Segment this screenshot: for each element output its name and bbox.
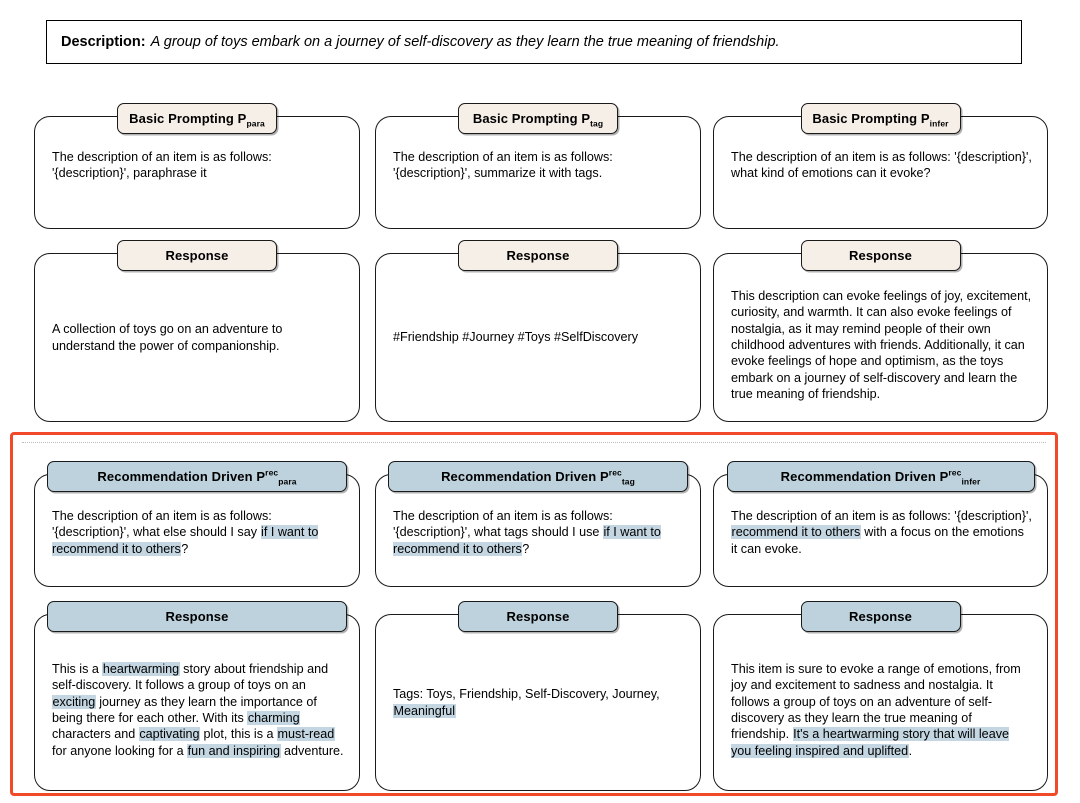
header-title: Response: [849, 248, 912, 263]
header-title-sub: tag: [590, 118, 604, 129]
highlighted-phrase: charming: [247, 711, 301, 726]
card-header-basic-infer: Basic Prompting Pinfer: [800, 103, 961, 134]
rec-prompt-card-tag: Recommendation Driven Prectag The descri…: [375, 461, 701, 587]
basic-prompt-card-tag: Basic Prompting Ptag The description of …: [375, 103, 701, 229]
header-title-sup: rec: [948, 467, 962, 478]
plain-text: for anyone looking for a: [52, 743, 188, 758]
plain-text: The description of an item is as follows…: [393, 509, 613, 540]
rec-response-card-infer: Response This item is sure to evoke a ra…: [713, 601, 1048, 791]
header-title: Response: [506, 248, 570, 263]
plain-text: The description of an item is as follows…: [52, 509, 272, 540]
card-body: [713, 614, 1048, 791]
rec-response-card-tag: Response Tags: Toys, Friendship, Self-Di…: [375, 601, 701, 791]
basic-response-card-tag: Response #Friendship #Journey #Toys #Sel…: [375, 240, 701, 422]
plain-text: The description of an item is as follows…: [731, 509, 1032, 523]
basic-prompt-card-para: Basic Prompting Ppara The description of…: [34, 103, 360, 229]
card-header-basic-para: Basic Prompting Ppara: [117, 103, 277, 134]
region-divider: [22, 442, 1046, 443]
card-header-response-2: Response: [458, 240, 618, 271]
plain-text: Tags: Toys, Friendship, Self-Discovery, …: [393, 687, 660, 702]
header-title: Response: [165, 609, 229, 624]
header-title-sub: infer: [961, 476, 981, 487]
card-body: [375, 253, 701, 422]
card-header-response-1: Response: [117, 240, 277, 271]
response-body: #Friendship #Journey #Toys #SelfDiscover…: [393, 330, 638, 345]
card-body: [375, 116, 701, 229]
card-body: [34, 253, 360, 422]
header-title: Response: [506, 609, 570, 624]
basic-response-text-para: A collection of toys go on an adventure …: [52, 253, 344, 422]
plain-text: story about friendship and self-discover…: [52, 662, 329, 693]
header-title-sub: tag: [621, 476, 635, 487]
basic-response-text-infer: This description can evoke feelings of j…: [731, 289, 1032, 402]
plain-text: adventure.: [280, 743, 344, 758]
header-title-sup: rec: [608, 467, 622, 478]
basic-response-card-para: Response A collection of toys go on an a…: [34, 240, 360, 422]
rec-prompt-card-infer: Recommendation Driven Precinfer The desc…: [713, 461, 1048, 587]
rec-response-card-para: Response This is a heartwarming story ab…: [34, 601, 360, 791]
card-header-rec-infer: Recommendation Driven Precinfer: [726, 461, 1035, 492]
header-title-main: Basic Prompting P: [472, 111, 591, 126]
header-title-sup: rec: [265, 467, 279, 478]
rec-response-text-tag: Tags: Toys, Friendship, Self-Discovery, …: [393, 614, 685, 791]
plain-text: characters and: [52, 727, 139, 742]
header-title: Response: [165, 248, 229, 263]
highlighted-phrase: Meaningful: [393, 703, 456, 718]
rec-response-text-para: This is a heartwarming story about frien…: [52, 661, 344, 759]
response-body: Tags: Toys, Friendship, Self-Discovery, …: [393, 686, 685, 719]
plain-text: .: [908, 743, 913, 758]
basic-prompt-text-para: The description of an item is as follows…: [52, 150, 272, 181]
card-header-response-3: Response: [800, 240, 961, 271]
basic-prompt-card-infer: Basic Prompting Pinfer The description o…: [713, 103, 1048, 229]
highlighted-phrase: exciting: [52, 694, 96, 709]
card-header-rec-response-1: Response: [47, 601, 347, 632]
card-body: [713, 116, 1048, 229]
card-header-rec-response-2: Response: [458, 601, 618, 632]
basic-prompt-text-tag: The description of an item is as follows…: [393, 150, 613, 181]
card-header-rec-tag: Recommendation Driven Prectag: [388, 461, 688, 492]
plain-text: This is a: [52, 662, 103, 676]
basic-prompt-text-infer: The description of an item is as follows…: [731, 150, 1032, 181]
basic-response-card-infer: Response This description can evoke feel…: [713, 240, 1048, 422]
plain-text: journey as they learn the importance of …: [52, 694, 317, 726]
header-title-main: Recommendation Driven P: [441, 469, 609, 484]
card-header-basic-tag: Basic Prompting Ptag: [458, 103, 618, 134]
highlighted-phrase: must-read: [277, 727, 335, 742]
plain-text: ?: [522, 541, 530, 556]
header-title-main: Basic Prompting P: [129, 111, 247, 126]
description-text: A group of toys embark on a journey of s…: [150, 34, 780, 50]
card-body: [713, 253, 1048, 422]
header-title-main: Recommendation Driven P: [780, 469, 949, 484]
header-title-main: Basic Prompting P: [812, 111, 930, 126]
description-banner: Description: A group of toys embark on a…: [46, 20, 1022, 64]
rec-prompt-text-tag: The description of an item is as follows…: [393, 508, 685, 557]
header-title-main: Recommendation Driven P: [97, 469, 266, 484]
recommendation-driven-region: [10, 432, 1058, 796]
card-header-rec-response-3: Response: [800, 601, 961, 632]
plain-text: This item is sure to evoke a range of em…: [731, 662, 1021, 742]
highlighted-phrase: heartwarming: [102, 662, 180, 676]
header-title-sub: para: [278, 476, 297, 487]
rec-response-text-infer: This item is sure to evoke a range of em…: [731, 661, 1032, 759]
response-body: A collection of toys go on an adventure …: [52, 322, 283, 353]
rec-prompt-text-para: The description of an item is as follows…: [52, 508, 344, 557]
highlighted-phrase: captivating: [138, 727, 201, 742]
highlighted-phrase: recommend it to others: [731, 525, 861, 540]
plain-text: ?: [181, 541, 189, 556]
description-label: Description:: [61, 34, 146, 50]
header-title-sub: infer: [929, 118, 949, 129]
plain-text: plot, this is a: [200, 727, 278, 742]
rec-prompt-card-para: Recommendation Driven Precpara The descr…: [34, 461, 360, 587]
rec-prompt-text-infer: The description of an item is as follows…: [731, 508, 1032, 557]
header-title-sub: para: [246, 118, 265, 129]
card-body: [375, 614, 701, 791]
highlighted-phrase: fun and inspiring: [187, 743, 281, 758]
plain-text: with a focus on the emotions it can evok…: [731, 525, 1024, 556]
card-header-rec-para: Recommendation Driven Precpara: [47, 461, 347, 492]
card-body: [34, 116, 360, 229]
basic-response-text-tag: #Friendship #Journey #Toys #SelfDiscover…: [393, 253, 685, 422]
header-title: Response: [849, 609, 912, 624]
